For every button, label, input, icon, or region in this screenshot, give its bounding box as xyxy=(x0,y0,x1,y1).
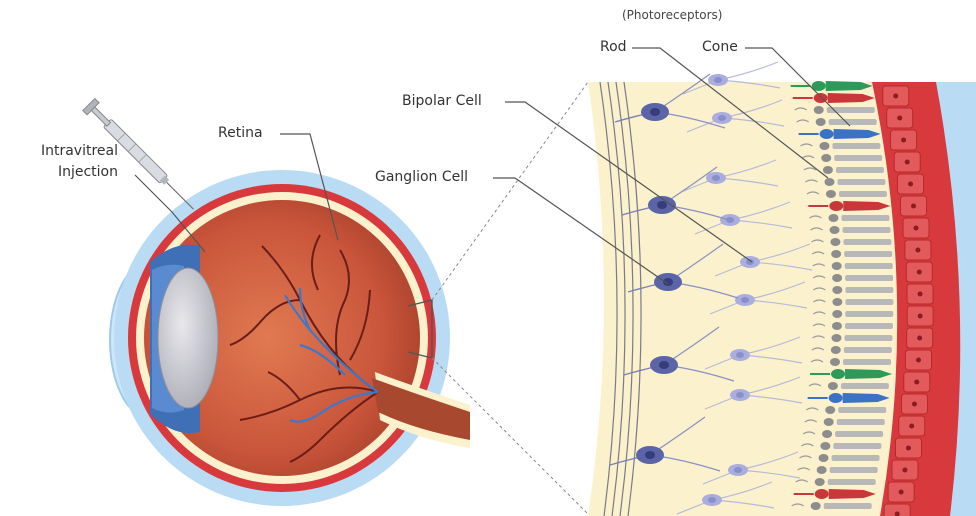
cone-label: Cone xyxy=(702,39,738,55)
rpe-nucleus xyxy=(917,336,922,341)
bipolar-cell-label: Bipolar Cell xyxy=(402,93,482,109)
rpe-nucleus xyxy=(902,468,907,473)
rpe-nucleus xyxy=(911,204,916,209)
rpe-nucleus xyxy=(915,248,920,253)
injection-label: Injection xyxy=(8,164,118,180)
photoreceptors-label: (Photoreceptors) xyxy=(622,8,722,22)
rpe-nucleus xyxy=(914,380,919,385)
rpe-nucleus xyxy=(918,314,923,319)
rpe-nucleus xyxy=(901,138,906,143)
rpe-nucleus xyxy=(908,182,913,187)
zoom-line-top xyxy=(432,82,588,300)
eyeball xyxy=(110,170,470,506)
rpe-nucleus xyxy=(906,446,911,451)
retina-label: Retina xyxy=(218,125,263,141)
rpe-nucleus xyxy=(912,402,917,407)
rpe-nucleus xyxy=(909,424,914,429)
rpe-nucleus xyxy=(917,270,922,275)
rod-label: Rod xyxy=(600,39,627,55)
rpe-nucleus xyxy=(893,94,898,99)
rpe-nucleus xyxy=(913,226,918,231)
intravitreal-label: Intravitreal xyxy=(8,143,118,159)
rpe-nucleus xyxy=(916,358,921,363)
rpe-nucleus xyxy=(897,116,902,121)
retina-closeup xyxy=(588,62,976,516)
lens xyxy=(158,268,218,408)
rpe-nucleus xyxy=(905,160,910,165)
rpe-nucleus xyxy=(918,292,923,297)
ganglion-cell-label: Ganglion Cell xyxy=(375,169,468,185)
rpe-nucleus xyxy=(899,490,904,495)
